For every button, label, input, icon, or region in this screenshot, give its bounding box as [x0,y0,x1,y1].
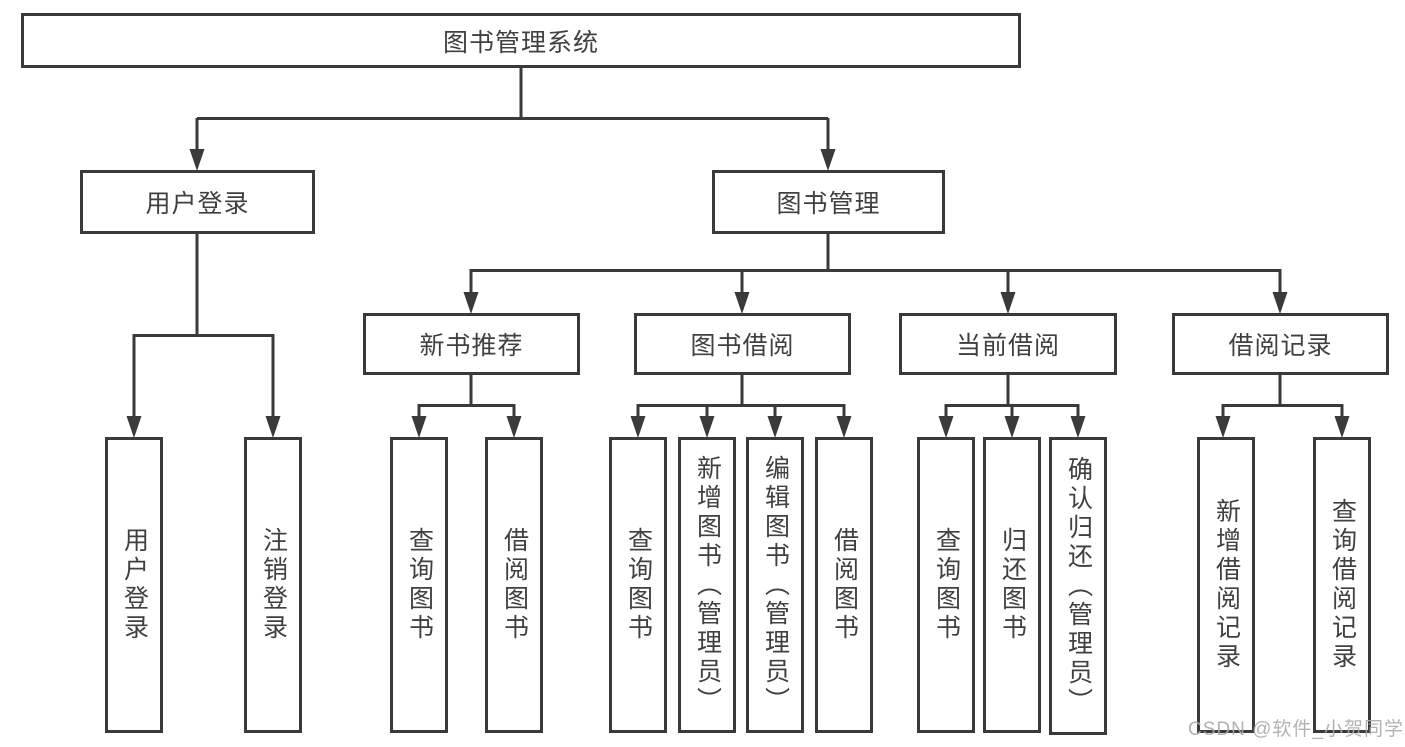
node-current-borrowing: 当前借阅 [899,313,1117,375]
node-label: 借阅图书 [830,527,859,643]
leaf-borrowing-borrow-books: 借阅图书 [815,437,873,733]
node-book-borrowing: 图书借阅 [634,313,851,375]
node-label: 图书借阅 [690,332,795,360]
node-label: 归还图书 [998,527,1027,643]
node-book-management: 图书管理 [712,170,945,234]
leaf-logout: 注销登录 [244,437,302,733]
node-label: 注销登录 [259,527,288,643]
node-borrowing-records: 借阅记录 [1172,313,1389,375]
node-library-management-system: 图书管理系统 [21,13,1021,68]
leaf-borrowing-query-books: 查询图书 [609,437,667,733]
node-label: 新书推荐 [419,332,524,360]
node-label: 查询图书 [405,527,434,643]
leaf-records-query-borrow-record: 查询借阅记录 [1313,437,1371,733]
leaf-user-login: 用户登录 [105,437,163,733]
leaf-newbook-borrow-books: 借阅图书 [485,437,543,733]
node-label: 用户登录 [120,527,149,643]
leaf-records-add-borrow-record: 新增借阅记录 [1197,437,1255,733]
leaf-current-confirm-return-admin: 确认归还（管理员） [1049,437,1107,735]
node-label: 查询图书 [624,527,653,643]
leaf-current-return-books: 归还图书 [983,437,1041,733]
node-label: 图书管理 [776,190,881,218]
leaf-newbook-query-books: 查询图书 [390,437,448,733]
node-label: 借阅图书 [500,527,529,643]
leaf-current-query-books: 查询图书 [917,437,975,733]
node-label: 新增借阅记录 [1212,498,1241,672]
node-label: 用户登录 [145,190,250,218]
csdn-watermark: CSDN @软件_小贺同学 [1188,719,1404,740]
leaf-borrowing-edit-books-admin: 编辑图书（管理员） [746,437,804,733]
node-label: 查询图书 [932,527,961,643]
node-label: 借阅记录 [1228,332,1333,360]
node-label: 编辑图书（管理员） [761,454,790,716]
node-label: 新增图书（管理员） [693,454,722,716]
leaf-borrowing-add-books-admin: 新增图书（管理员） [678,437,736,733]
node-label: 查询借阅记录 [1328,498,1357,672]
node-label: 确认归还（管理员） [1064,455,1093,717]
node-label: 图书管理系统 [442,28,599,57]
node-new-book-recommendation: 新书推荐 [363,313,580,375]
node-user-login: 用户登录 [80,170,315,234]
node-label: 当前借阅 [955,332,1060,360]
